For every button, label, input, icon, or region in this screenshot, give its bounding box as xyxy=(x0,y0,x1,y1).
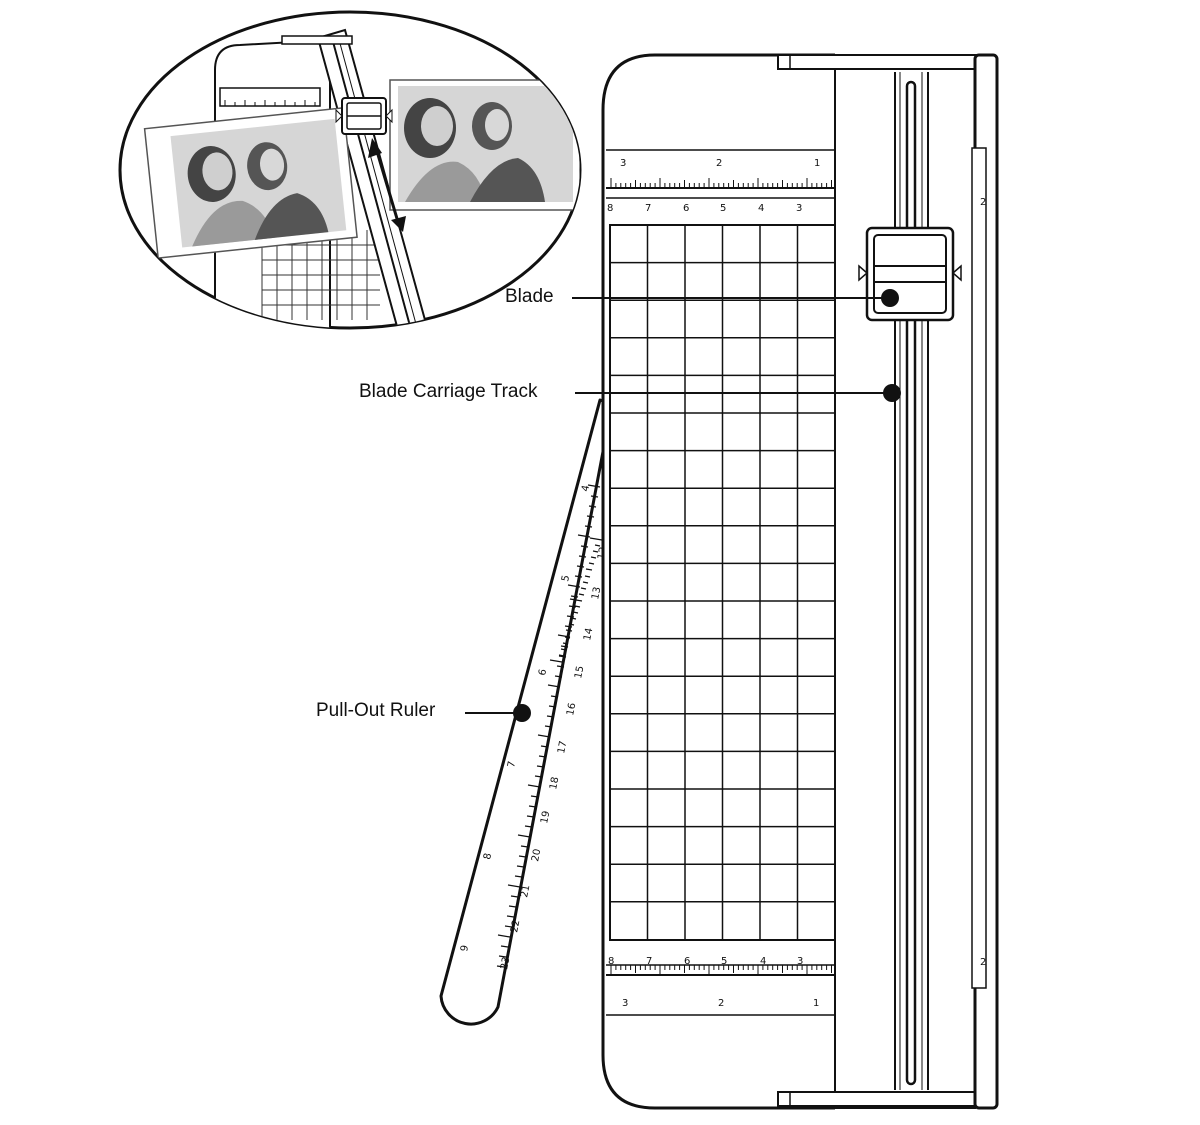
inset-double-arrow xyxy=(368,138,406,232)
label-pull-out-ruler: Pull-Out Ruler xyxy=(316,700,436,721)
top-ruler-lower-6: 6 xyxy=(683,203,689,214)
bottom-ruler-lower-1: 1 xyxy=(813,998,819,1009)
ruler-marker xyxy=(513,704,531,722)
inset-ruler-ticks xyxy=(224,100,316,106)
pull-ruler-cm-19: 19 xyxy=(539,810,552,825)
top-ruler-lower-8: 8 xyxy=(607,203,613,214)
bottom-ruler-lower-2: 2 xyxy=(718,998,724,1009)
pull-ruler-inch-8: 8 xyxy=(482,852,494,860)
top-ruler-lower-4: 4 xyxy=(758,203,764,214)
pull-ruler-inch-6: 6 xyxy=(537,668,549,676)
callout-ruler: Pull-Out Ruler xyxy=(316,700,531,722)
pull-ruler-cm-numbers: 12 13 14 15 16 17 18 19 20 21 22 23 xyxy=(499,546,609,971)
pull-ruler-cm-17: 17 xyxy=(556,740,569,755)
blade-marker xyxy=(881,289,899,307)
pull-ruler-inch-9: 9 xyxy=(459,944,471,952)
pull-ruler-cm-20: 20 xyxy=(530,848,543,863)
top-ruler-lower-5: 5 xyxy=(720,203,726,214)
bottom-ruler-upper-8: 8 xyxy=(608,956,614,967)
pull-ruler-cm-23: 23 xyxy=(499,956,512,971)
pull-ruler-cm-16: 16 xyxy=(565,702,578,717)
bottom-ruler-upper-6: 6 xyxy=(684,956,690,967)
bottom-ruler-ticks xyxy=(610,965,832,975)
callout-blade: Blade xyxy=(505,286,899,307)
bottom-ruler-upper-7: 7 xyxy=(646,956,652,967)
inset-blade-carriage xyxy=(335,97,393,135)
photo-right xyxy=(389,79,580,211)
bottom-ruler: 8 7 6 5 4 3 3 2 1 xyxy=(606,956,835,1016)
top-ruler-upper-2: 2 xyxy=(716,158,722,169)
top-ruler-lower-3: 3 xyxy=(796,203,802,214)
top-ruler-upper-1: 1 xyxy=(814,158,820,169)
side-mark-bottom: 2 xyxy=(980,957,986,968)
pull-ruler-cm-18: 18 xyxy=(548,776,561,791)
photo-left xyxy=(143,107,358,259)
pull-ruler-cm-22: 22 xyxy=(509,919,522,934)
pull-ruler-cm-21: 21 xyxy=(519,884,532,899)
side-mark-top: 2 xyxy=(980,197,986,208)
track-marker xyxy=(883,384,901,402)
bottom-ruler-upper-3: 3 xyxy=(797,956,803,967)
top-ruler-lower-7: 7 xyxy=(645,203,651,214)
top-ruler-upper-3: 3 xyxy=(620,158,626,169)
pull-ruler-inch-5: 5 xyxy=(560,574,572,582)
pull-ruler-cm-13: 13 xyxy=(590,586,603,601)
top-ruler-ticks xyxy=(610,178,832,188)
label-blade-carriage-track: Blade Carriage Track xyxy=(359,381,538,402)
bottom-ruler-upper-4: 4 xyxy=(760,956,766,967)
bottom-ruler-upper-5: 5 xyxy=(721,956,727,967)
top-ruler: 3 2 1 8 7 6 5 4 3 xyxy=(606,149,835,214)
pull-ruler-cm-14: 14 xyxy=(582,627,595,642)
pull-ruler-inch-4: 4 xyxy=(580,484,592,492)
bottom-ruler-lower-3: 3 xyxy=(622,998,628,1009)
callout-track: Blade Carriage Track xyxy=(359,381,901,402)
inset-grid xyxy=(261,230,380,320)
pull-ruler-inch-7: 7 xyxy=(506,760,518,768)
cutting-grid xyxy=(609,224,836,941)
pull-ruler-ticks xyxy=(496,484,603,968)
blade-carriage[interactable] xyxy=(858,226,962,322)
inset-illustration xyxy=(118,10,582,330)
label-blade: Blade xyxy=(505,286,554,307)
pull-ruler-inch-numbers: 4 5 6 7 8 9 xyxy=(459,484,592,952)
pull-ruler-cm-15: 15 xyxy=(573,665,586,680)
